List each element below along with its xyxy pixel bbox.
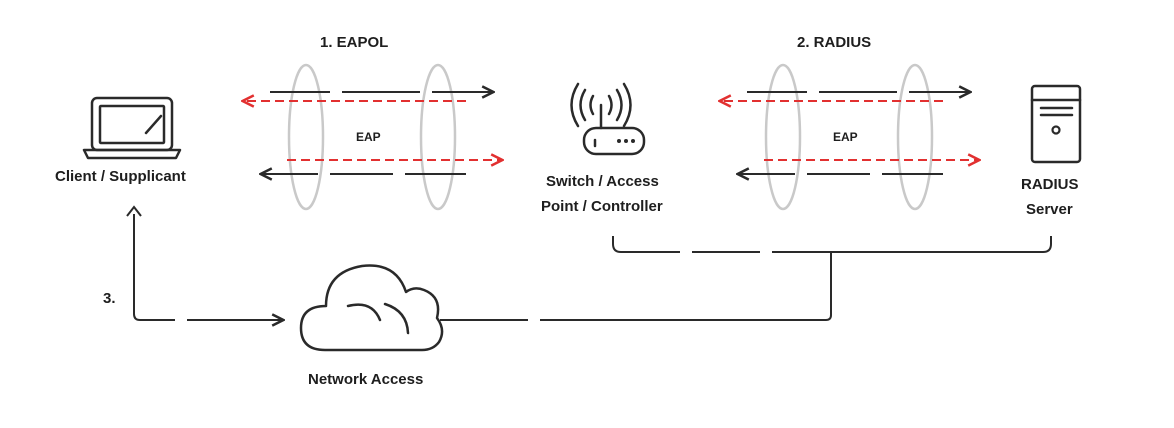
switch-node: Switch / Access Point / Controller: [541, 82, 663, 215]
arrowhead-up: [126, 205, 142, 217]
step-2-radius-label: 2. RADIUS: [797, 34, 871, 51]
laptop-icon: [82, 96, 182, 160]
tunnel-ring-right: [419, 63, 457, 211]
switch-label-line1: Switch / Access: [546, 173, 659, 190]
eap-label-right: EAP: [833, 130, 858, 144]
eapol-tunnel: EAP: [244, 63, 501, 211]
radius-label-line1: RADIUS: [1021, 176, 1079, 193]
radius-label-line2: Server: [1026, 201, 1073, 218]
radius-tunnel: EAP: [721, 63, 978, 211]
network-access-label: Network Access: [308, 371, 423, 388]
arrow-client-network-access: [133, 214, 282, 320]
switch-label-line2: Point / Controller: [541, 198, 663, 215]
cloud-icon: [299, 264, 444, 352]
bracket-connector: [612, 236, 1052, 253]
client-node: Client / Supplicant: [55, 96, 186, 185]
tunnel-ring-left: [764, 63, 802, 211]
client-label: Client / Supplicant: [55, 168, 186, 185]
line-to-network: [440, 252, 832, 321]
network-node: Network Access: [299, 264, 444, 388]
tunnel-ring-left: [287, 63, 325, 211]
step-3-label: 3.: [103, 290, 116, 307]
tunnel-ring-right: [896, 63, 934, 211]
eap-label-left: EAP: [356, 130, 381, 144]
wireless-router-icon: [570, 82, 646, 156]
server-tower-icon: [1030, 84, 1082, 164]
step-1-eapol-label: 1. EAPOL: [320, 34, 388, 51]
radius-node: RADIUS Server: [1021, 84, 1082, 218]
